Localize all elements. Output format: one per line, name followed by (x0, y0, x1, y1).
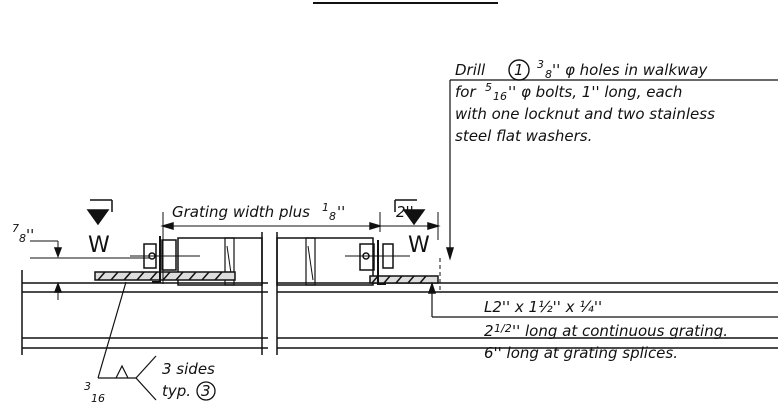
left-dimension-arrow (30, 241, 150, 300)
drill-line2-rest: '' φ bolts, 1'' long, each (508, 83, 682, 101)
section-label-left: W (88, 233, 110, 258)
right-beam (277, 283, 778, 348)
grating-width-dimension (163, 212, 380, 284)
drill-note: Drill 1 3 8 '' φ holes in walkway for 5 … (455, 58, 715, 145)
weld-size-den: 16 (91, 392, 105, 405)
angle-line2-frac: 1/2 (494, 322, 512, 335)
weld-line2: typ. (162, 382, 191, 400)
left-dim-inch: '' (26, 226, 34, 244)
weld-note: 3 16 3 sides typ. 3 (84, 360, 215, 405)
angle-note: L2'' x 1½'' x ¼'' 2 1/2 '' long at conti… (484, 298, 728, 362)
bolt-left (130, 240, 200, 270)
weld-circle (197, 382, 215, 400)
weld-size-num: 3 (84, 380, 91, 393)
drill-frac-num: 3 (537, 58, 544, 71)
bolt-right (345, 244, 410, 270)
left-beam (22, 270, 268, 355)
drill-line4: steel flat washers. (455, 127, 592, 145)
angle-leader (429, 284, 778, 317)
section-mark-left (88, 200, 112, 224)
walkway-plate-right (370, 276, 438, 283)
grating-width-frac-num: 1 (322, 201, 329, 214)
weld-leader (98, 282, 156, 400)
drill-frac-den: 8 (545, 68, 552, 81)
drill-circle-num: 1 (514, 61, 524, 79)
section-label-right: W (408, 233, 430, 258)
weld-line1: 3 sides (162, 360, 215, 378)
left-dim-num: 7 (12, 222, 19, 235)
left-dimension-label: 7 8 '' (12, 222, 34, 245)
edge-dimension-label: 2'' (396, 203, 414, 221)
grating-width-label: Grating width plus 1 8 '' (172, 201, 345, 223)
left-dim-den: 8 (19, 232, 26, 245)
weld-circle-num: 3 (201, 382, 211, 400)
drill-line1-rest: '' φ holes in walkway (552, 61, 709, 79)
edge-dimension (380, 212, 438, 240)
grating-width-text: Grating width plus (172, 203, 310, 221)
angle-clip-right (378, 240, 386, 284)
drill-circle (509, 60, 529, 80)
grating-width-frac-den: 8 (329, 210, 336, 223)
drill-line2-den: 16 (493, 90, 507, 103)
drill-line2-a: for (455, 83, 476, 101)
angle-clip-left (152, 236, 160, 282)
drill-line3: with one locknut and two stainless (455, 105, 715, 123)
angle-line1: L2'' x 1½'' x ¼'' (484, 298, 602, 316)
section-mark-right (395, 200, 424, 224)
grating-panel-right (277, 238, 373, 285)
drill-line2-num: 5 (485, 81, 492, 94)
angle-line2-rest: '' long at continuous grating. (512, 322, 728, 340)
angle-line3: 6'' long at grating splices. (484, 344, 678, 362)
grating-width-inch: '' (337, 203, 345, 221)
drill-leader (447, 80, 778, 258)
walkway-plate-left (95, 272, 235, 280)
angle-line2-prefix: 2 (484, 322, 494, 340)
drill-line1-a: Drill (455, 61, 486, 79)
